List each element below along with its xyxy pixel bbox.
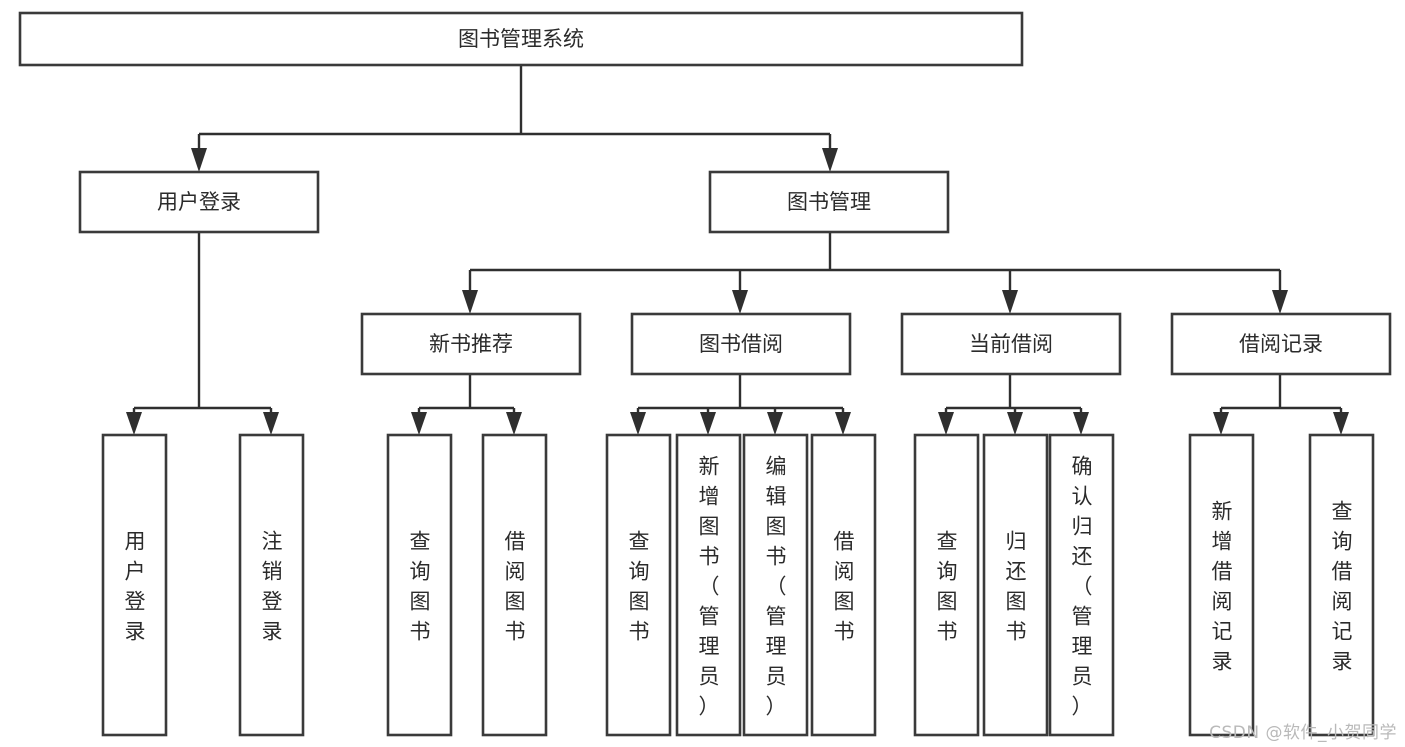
node-leaf-query-book-2-label: 查询图书: [629, 529, 650, 643]
arrow-head-leaf-4: [506, 412, 522, 435]
node-book-management-box[interactable]: [708, 170, 950, 234]
node-leaf-query-borrow-record[interactable]: 查询借阅记录: [1308, 433, 1375, 737]
connector-layer: [126, 65, 1349, 435]
node-book-borrow[interactable]: 图书借阅: [630, 312, 852, 376]
node-leaf-edit-book-admin-label: 编辑图书（管理员）: [766, 454, 787, 718]
node-root-box[interactable]: [18, 11, 1024, 67]
node-leaf-borrow-book-2-label: 借阅图书: [834, 529, 855, 643]
arrow-head-record: [1272, 290, 1288, 314]
node-new-book-recommend[interactable]: 新书推荐: [360, 312, 582, 376]
arrow-head-leaf-11: [1073, 412, 1089, 435]
arrow-head-leaf-3: [411, 412, 427, 435]
node-leaf-user-login-label: 用户登录: [125, 529, 146, 643]
node-leaf-query-book-3-label: 查询图书: [937, 529, 958, 643]
node-user-login-box[interactable]: [78, 170, 320, 234]
arrow-head-current: [1002, 290, 1018, 314]
arrow-head-leaf-6: [700, 412, 716, 435]
node-book-borrow-box[interactable]: [630, 312, 852, 376]
arrow-head-leaf-12: [1213, 412, 1229, 435]
node-leaf-add-borrow-record-box[interactable]: [1188, 433, 1255, 737]
node-leaf-borrow-book-1-label: 借阅图书: [505, 529, 526, 643]
node-leaf-query-book-3[interactable]: 查询图书: [913, 433, 980, 737]
arrow-head-leaf-8: [835, 412, 851, 435]
node-leaf-query-book-1-label: 查询图书: [410, 529, 431, 643]
arrow-head-new-book: [462, 290, 478, 314]
node-leaf-edit-book-admin[interactable]: 编辑图书（管理员）: [742, 433, 809, 737]
node-leaf-confirm-return-admin-label: 确认归还（管理员）: [1072, 454, 1093, 718]
node-borrow-record[interactable]: 借阅记录: [1170, 312, 1392, 376]
node-root[interactable]: 图书管理系统: [18, 11, 1024, 67]
node-borrow-record-box[interactable]: [1170, 312, 1392, 376]
node-leaf-query-borrow-record-box[interactable]: [1308, 433, 1375, 737]
node-current-borrow-box[interactable]: [900, 312, 1122, 376]
node-leaf-add-book-admin-box[interactable]: [675, 433, 742, 737]
arrow-head-borrow: [732, 290, 748, 314]
node-book-borrow-label: 图书借阅: [699, 332, 783, 356]
arrow-head-leaf-9: [938, 412, 954, 435]
node-leaf-borrow-book-1-box[interactable]: [481, 433, 548, 737]
arrow-head-leaf-7: [767, 412, 783, 435]
node-current-borrow-label: 当前借阅: [969, 332, 1053, 356]
arrow-head-user-login: [191, 148, 207, 172]
node-leaf-borrow-book-2-box[interactable]: [810, 433, 877, 737]
node-book-management[interactable]: 图书管理: [708, 170, 950, 234]
node-leaf-add-book-admin-label: 新增图书（管理员）: [699, 454, 720, 718]
node-user-login[interactable]: 用户登录: [78, 170, 320, 234]
arrow-head-book-mgmt: [822, 148, 838, 172]
node-leaf-query-book-1[interactable]: 查询图书: [386, 433, 453, 737]
node-leaf-confirm-return-admin-box[interactable]: [1048, 433, 1115, 737]
node-leaf-user-login[interactable]: 用户登录: [101, 433, 168, 737]
node-leaf-query-book-3-box[interactable]: [913, 433, 980, 737]
node-borrow-record-label: 借阅记录: [1239, 332, 1323, 356]
arrow-head-leaf-5: [630, 412, 646, 435]
node-leaf-add-book-admin[interactable]: 新增图书（管理员）: [675, 433, 742, 737]
node-leaf-edit-book-admin-box[interactable]: [742, 433, 809, 737]
node-leaf-query-book-1-box[interactable]: [386, 433, 453, 737]
node-leaf-add-borrow-record-label: 新增借阅记录: [1212, 499, 1233, 673]
node-book-management-label: 图书管理: [787, 190, 871, 214]
arrow-head-leaf-2: [263, 412, 279, 435]
node-new-book-recommend-label: 新书推荐: [429, 332, 513, 356]
node-leaf-return-book-box[interactable]: [982, 433, 1049, 737]
arrow-head-leaf-13: [1333, 412, 1349, 435]
node-leaf-confirm-return-admin[interactable]: 确认归还（管理员）: [1048, 433, 1115, 737]
node-leaf-query-borrow-record-label: 查询借阅记录: [1332, 499, 1353, 673]
node-leaf-query-book-2[interactable]: 查询图书: [605, 433, 672, 737]
node-leaf-user-login-box[interactable]: [101, 433, 168, 737]
arrow-head-leaf-1: [126, 412, 142, 435]
node-new-book-recommend-box[interactable]: [360, 312, 582, 376]
node-user-login-label: 用户登录: [157, 190, 241, 214]
csdn-watermark: CSDN @软件_小贺同学: [1209, 723, 1397, 743]
arrow-head-leaf-10: [1007, 412, 1023, 435]
node-leaf-borrow-book-1[interactable]: 借阅图书: [481, 433, 548, 737]
node-root-label: 图书管理系统: [458, 27, 584, 51]
node-leaf-return-book-label: 归还图书: [1006, 529, 1027, 643]
node-current-borrow[interactable]: 当前借阅: [900, 312, 1122, 376]
node-leaf-logout-box[interactable]: [238, 433, 305, 737]
node-leaf-query-book-2-box[interactable]: [605, 433, 672, 737]
node-leaf-logout-label: 注销登录: [262, 529, 283, 643]
node-leaf-logout[interactable]: 注销登录: [238, 433, 305, 737]
node-leaf-add-borrow-record[interactable]: 新增借阅记录: [1188, 433, 1255, 737]
node-layer: 图书管理系统 用户登录 图书管理 新书推荐 图书借阅 当前: [18, 11, 1392, 737]
node-leaf-borrow-book-2[interactable]: 借阅图书: [810, 433, 877, 737]
node-leaf-return-book[interactable]: 归还图书: [982, 433, 1049, 737]
